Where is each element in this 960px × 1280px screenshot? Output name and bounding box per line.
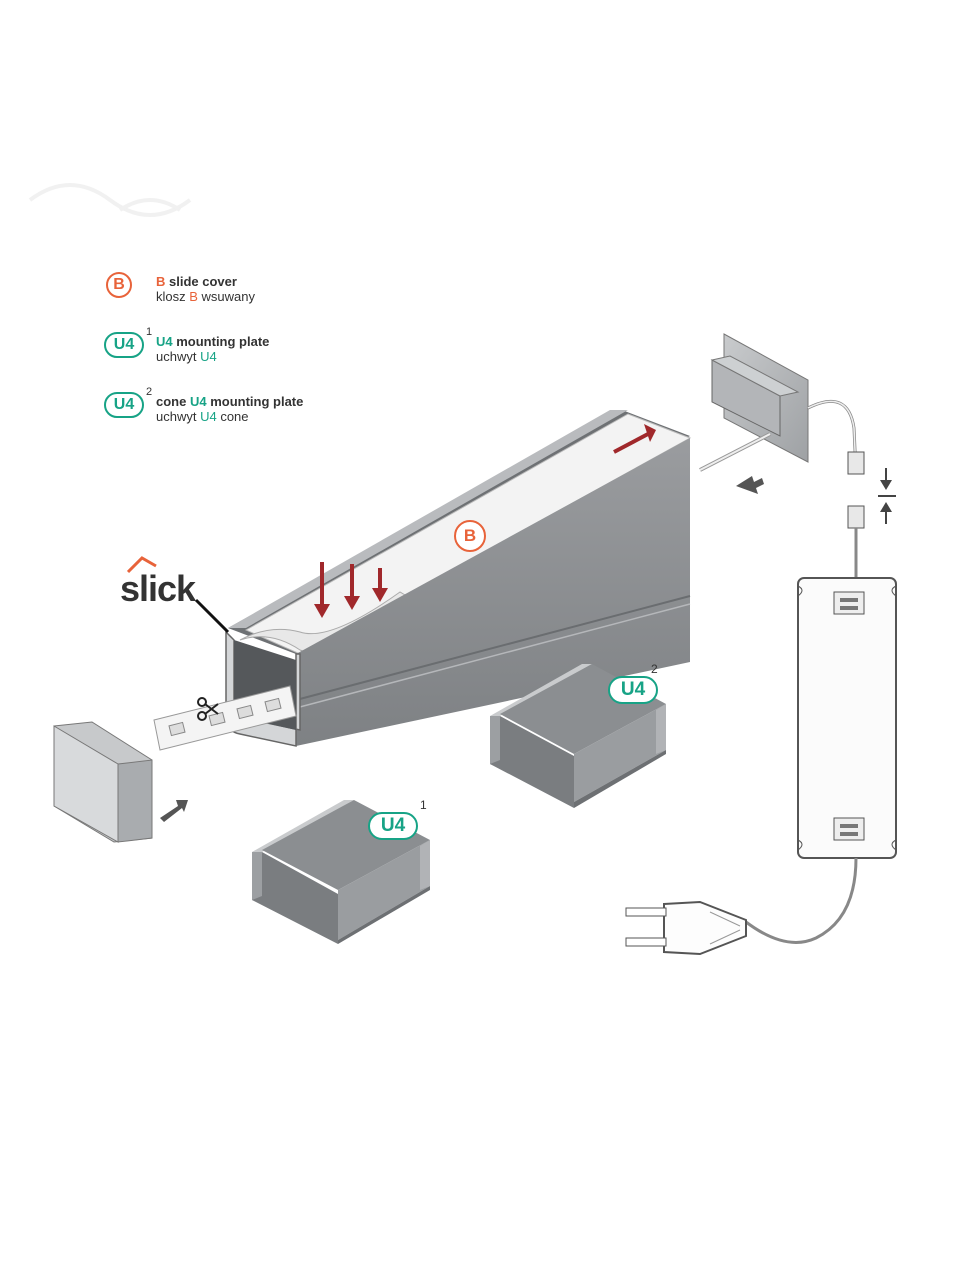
legend-badge-b: B (106, 272, 132, 298)
legend-text: cone U4 mounting plate uchwyt U4 cone (156, 394, 303, 424)
legend-item-u4-plate: U4 1 U4 mounting plate uchwyt U4 (104, 326, 406, 392)
end-cap-right (699, 333, 809, 472)
legend-label-pl: wsuwany (197, 289, 255, 304)
plug-icon (625, 900, 747, 956)
power-supply (797, 577, 897, 859)
watermark (28, 183, 192, 217)
legend-label: mounting plate (172, 334, 270, 349)
legend-sup: 1 (146, 326, 153, 338)
legend-accent: U4 (156, 334, 173, 349)
legend-text: U4 mounting plate uchwyt U4 (156, 334, 269, 364)
mounting-plate-u4-1 (252, 800, 430, 944)
plate2-sup: 2 (651, 662, 658, 676)
brand-swoosh (126, 556, 157, 574)
legend: B B slide cover klosz B wsuwany U4 1 U4 … (104, 272, 406, 452)
legend-item-slide-cover: B B slide cover klosz B wsuwany (106, 272, 406, 332)
connector (847, 451, 865, 582)
led-strip (153, 685, 297, 751)
arrow-icon (736, 476, 764, 494)
legend-accent: U4 (200, 349, 217, 364)
cable-lower (745, 857, 858, 944)
legend-text: B slide cover klosz B wsuwany (156, 274, 255, 304)
legend-badge-u4: U4 (104, 392, 144, 418)
legend-accent: U4 (189, 394, 207, 409)
insert-cap-arrow-icon (160, 800, 188, 822)
plate2-tag: U4 (608, 676, 658, 704)
legend-accent: B (189, 289, 198, 304)
legend-label-pl: klosz (156, 289, 190, 304)
end-cap-left (53, 721, 153, 843)
plate1-tag: U4 (368, 812, 418, 840)
legend-sup: 2 (146, 386, 153, 398)
legend-label-pl: cone (216, 409, 249, 424)
cover-tag: B (454, 520, 486, 552)
legend-label-pl: uchwyt (156, 349, 201, 364)
legend-label: slide cover (165, 274, 237, 289)
legend-label: cone (156, 394, 190, 409)
legend-label: mounting plate (206, 394, 304, 409)
connect-arrows-icon (878, 468, 896, 524)
brand-pointer (194, 598, 230, 634)
legend-accent: U4 (200, 409, 217, 424)
legend-accent: B (156, 274, 166, 289)
plate1-sup: 1 (420, 798, 427, 812)
scissors-icon (197, 697, 219, 721)
insert-arrows (314, 424, 656, 618)
legend-badge-u4: U4 (104, 332, 144, 358)
legend-label-pl: uchwyt (156, 409, 201, 424)
brand-logo: slick (120, 568, 196, 609)
legend-item-u4-cone: U4 2 cone U4 mounting plate uchwyt U4 co… (104, 386, 406, 452)
